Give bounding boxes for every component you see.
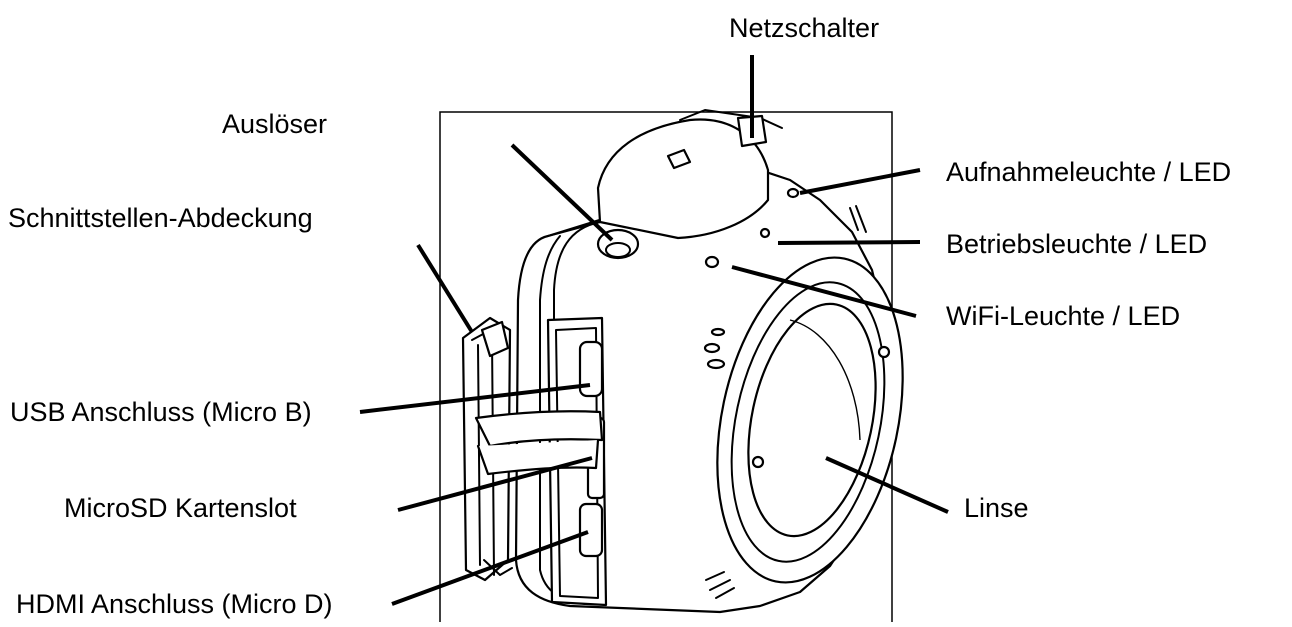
leader-microsd-slot <box>397 456 593 512</box>
label-interface-cover: Schnittstellen-Abdeckung <box>8 203 313 233</box>
label-usb-port: USB Anschluss (Micro B) <box>10 397 312 427</box>
leader-recording-light <box>799 168 921 195</box>
label-microsd-slot: MicroSD Kartenslot <box>64 493 297 523</box>
label-power-switch: Netzschalter <box>729 13 880 43</box>
camera-body-drawing <box>474 109 904 614</box>
label-shutter: Auslöser <box>222 109 328 139</box>
label-wifi-light: WiFi-Leuchte / LED <box>946 301 1181 331</box>
label-recording-light: Aufnahmeleuchte / LED <box>946 157 1232 187</box>
label-lens: Linse <box>964 493 1029 523</box>
label-operation-light: Betriebsleuchte / LED <box>946 229 1208 259</box>
leader-wifi-light <box>731 265 917 318</box>
leader-shutter <box>510 143 614 242</box>
leader-usb-port <box>359 383 591 414</box>
label-hdmi-port: HDMI Anschluss (Micro D) <box>16 589 333 619</box>
leader-lens <box>825 456 949 514</box>
leader-interface-cover <box>416 243 474 334</box>
leader-operation-light <box>777 240 921 245</box>
leader-hdmi-port <box>391 530 589 606</box>
